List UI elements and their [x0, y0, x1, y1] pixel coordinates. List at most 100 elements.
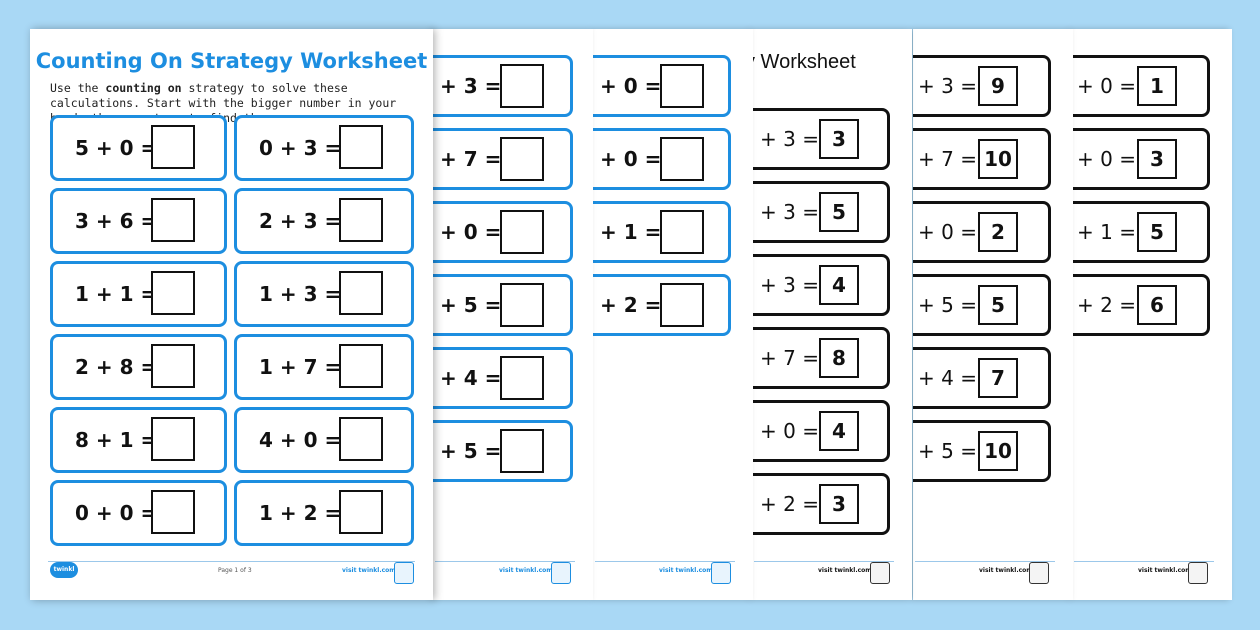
equation-tile: + 3 = 4	[752, 254, 890, 316]
equation-tile: + 5 = 10	[913, 420, 1051, 482]
equation-tile: 0 + 0 =	[50, 480, 227, 546]
equation-tile: + 3 = 9	[913, 55, 1051, 117]
answer-box	[660, 210, 704, 254]
answer-box: 5	[978, 285, 1018, 325]
worksheet-page-2: + 3 = + 7 = + 0 = + 5 = + 4 = + 5 = visi…	[433, 29, 593, 600]
answer-box	[151, 125, 195, 169]
equation-tile: 5 + 0 =	[50, 115, 227, 181]
equation-tile: + 7 = 8	[752, 327, 890, 389]
equation-text: 4 + 0 =	[259, 428, 342, 452]
equation-tile: 1 + 3 =	[234, 261, 414, 327]
footer-url: visit twinkl.com.au	[979, 567, 1044, 574]
worksheet-page-6: + 0 = 1 + 0 = 3 + 1 = 5 + 2 = 6 visit tw…	[1072, 29, 1232, 600]
equation-tile: + 3 = 3	[752, 108, 890, 170]
badge-icon	[1188, 562, 1208, 584]
equation-tile: + 4 =	[433, 347, 573, 409]
equation-text: 1 + 2 =	[259, 501, 342, 525]
equation-tile: + 0 =	[433, 201, 573, 263]
equation-text: + 2 =	[760, 492, 819, 516]
answer-box: 5	[1137, 212, 1177, 252]
instructions-part: Use the	[50, 81, 106, 95]
answer-box	[339, 490, 383, 534]
answer-box	[151, 344, 195, 388]
answer-box: 8	[819, 338, 859, 378]
equation-text: 0 + 0 =	[75, 501, 158, 525]
equation-text: + 4 =	[440, 366, 502, 390]
equation-text: 1 + 3 =	[259, 282, 342, 306]
answer-box	[660, 137, 704, 181]
answer-box	[339, 344, 383, 388]
equation-text: + 4 =	[918, 366, 977, 390]
answer-box	[500, 137, 544, 181]
equation-text: + 3 =	[760, 200, 819, 224]
equation-text: + 0 =	[760, 419, 819, 443]
footer-url: visit twinkl.com.au	[1138, 567, 1203, 574]
equation-tile: + 2 = 3	[752, 473, 890, 535]
footer-rule	[915, 561, 1055, 562]
badge-icon	[870, 562, 890, 584]
equation-tile: + 0 = 1	[1072, 55, 1210, 117]
equation-tile: + 2 =	[593, 274, 731, 336]
answer-box	[500, 283, 544, 327]
answer-box: 3	[1137, 139, 1177, 179]
equation-tile: 1 + 1 =	[50, 261, 227, 327]
equation-tile: + 0 =	[593, 55, 731, 117]
equation-text: + 2 =	[1077, 293, 1136, 317]
equation-text: + 7 =	[760, 346, 819, 370]
footer-rule	[48, 561, 415, 562]
equation-tile: 4 + 0 =	[234, 407, 414, 473]
equation-text: 0 + 3 =	[259, 136, 342, 160]
equation-tile: + 2 = 6	[1072, 274, 1210, 336]
page-title: y Worksheet	[752, 51, 856, 73]
equation-text: 8 + 1 =	[75, 428, 158, 452]
equation-tile: + 1 = 5	[1072, 201, 1210, 263]
equation-text: + 3 =	[440, 74, 502, 98]
answer-box	[151, 271, 195, 315]
answer-box: 6	[1137, 285, 1177, 325]
equation-text: + 0 =	[1077, 74, 1136, 98]
badge-icon	[1029, 562, 1049, 584]
equation-text: + 5 =	[918, 293, 977, 317]
worksheet-page-1: Counting On Strategy Worksheet Use the c…	[30, 29, 433, 600]
equation-tile: + 3 = 5	[752, 181, 890, 243]
equation-tile: 8 + 1 =	[50, 407, 227, 473]
answer-box	[151, 417, 195, 461]
badge-icon	[394, 562, 414, 584]
answer-box: 10	[978, 431, 1018, 471]
answer-box: 7	[978, 358, 1018, 398]
equation-text: 2 + 8 =	[75, 355, 158, 379]
equation-tile: + 5 =	[433, 420, 573, 482]
answer-box	[339, 198, 383, 242]
badge-icon	[711, 562, 731, 584]
worksheet-page-3: + 0 = + 0 = + 1 = + 2 = visit twinkl.com…	[593, 29, 753, 600]
equation-text: + 5 =	[918, 439, 977, 463]
answer-box: 5	[819, 192, 859, 232]
equation-text: + 5 =	[440, 439, 502, 463]
equation-text: + 3 =	[760, 127, 819, 151]
equation-text: + 3 =	[918, 74, 977, 98]
answer-box	[339, 417, 383, 461]
badge-icon	[551, 562, 571, 584]
equation-text: + 7 =	[440, 147, 502, 171]
footer-rule	[595, 561, 735, 562]
equation-tile: + 7 = 10	[913, 128, 1051, 190]
equation-text: + 1 =	[1077, 220, 1136, 244]
equation-tile: + 0 = 2	[913, 201, 1051, 263]
answer-box	[500, 356, 544, 400]
footer-url: visit twinkl.com.au	[499, 567, 564, 574]
equation-tile: + 0 =	[593, 128, 731, 190]
footer-rule	[1074, 561, 1214, 562]
answer-box	[660, 64, 704, 108]
page-title: Counting On Strategy Worksheet	[35, 49, 428, 73]
answer-box	[660, 283, 704, 327]
equation-text: + 0 =	[600, 147, 662, 171]
equation-tile: + 0 = 4	[752, 400, 890, 462]
equation-text: 1 + 1 =	[75, 282, 158, 306]
answer-box: 2	[978, 212, 1018, 252]
answer-box	[151, 490, 195, 534]
equation-text: 2 + 3 =	[259, 209, 342, 233]
twinkl-logo: twinkl	[50, 562, 78, 578]
answer-box	[500, 64, 544, 108]
equation-text: 3 + 6 =	[75, 209, 158, 233]
equation-text: + 3 =	[760, 273, 819, 297]
